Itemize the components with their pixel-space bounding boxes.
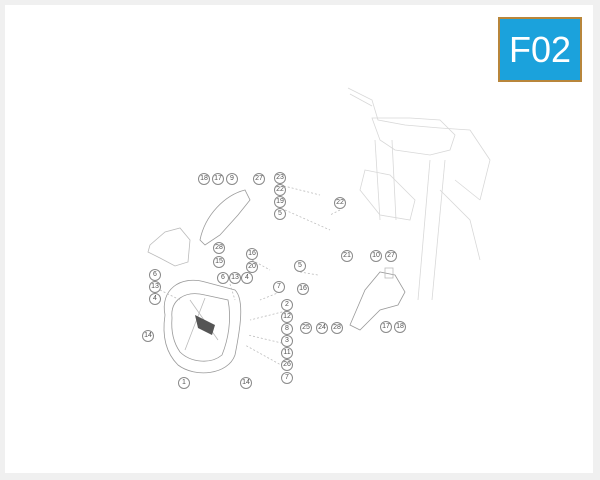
part-callout: 28 — [213, 242, 225, 254]
frame-ghost-lines — [347, 87, 491, 301]
part-callout: 8 — [281, 323, 293, 335]
part-callout: 12 — [281, 311, 293, 323]
part-callout: 23 — [274, 172, 286, 184]
part-callout: 17 — [380, 321, 392, 333]
part-callout: 21 — [341, 250, 353, 262]
part-callout: 26 — [281, 359, 293, 371]
part-callout: 27 — [253, 173, 265, 185]
part-callout: 20 — [246, 261, 258, 273]
part-callout: 7 — [273, 281, 285, 293]
part-callout: 14 — [240, 377, 252, 389]
part-callout: 11 — [281, 347, 293, 359]
part-callout: 22 — [274, 184, 286, 196]
part-callout: 13 — [229, 272, 241, 284]
part-callout: 6 — [149, 269, 161, 281]
part-callout: 13 — [149, 281, 161, 293]
part-callout: 22 — [334, 197, 346, 209]
part-callout: 17 — [212, 173, 224, 185]
part-callout: 18 — [394, 321, 406, 333]
part-callout: 4 — [241, 272, 253, 284]
part-callout: 1 — [178, 377, 190, 389]
upper-cowl — [147, 189, 251, 267]
part-callout: 4 — [149, 293, 161, 305]
part-callout: 28 — [331, 322, 343, 334]
side-panel — [349, 267, 406, 331]
part-callout: 16 — [297, 283, 309, 295]
part-callout: 3 — [281, 335, 293, 347]
part-callout: 18 — [198, 173, 210, 185]
part-callout: 5 — [294, 260, 306, 272]
part-callout: 25 — [300, 322, 312, 334]
diagram-panel — [5, 5, 593, 473]
part-callout: 24 — [316, 322, 328, 334]
part-callout: 10 — [370, 250, 382, 262]
part-callout: 7 — [281, 372, 293, 384]
part-callout: 2 — [281, 299, 293, 311]
part-callout: 5 — [274, 208, 286, 220]
part-callout: 6 — [217, 272, 229, 284]
part-callout: 9 — [226, 173, 238, 185]
headlight-assembly — [163, 280, 242, 374]
part-callout: 14 — [142, 330, 154, 342]
page-badge: F02 — [498, 17, 582, 82]
part-callout: 19 — [274, 196, 286, 208]
part-callout: 16 — [246, 248, 258, 260]
part-callout: 27 — [385, 250, 397, 262]
part-callout: 15 — [213, 256, 225, 268]
